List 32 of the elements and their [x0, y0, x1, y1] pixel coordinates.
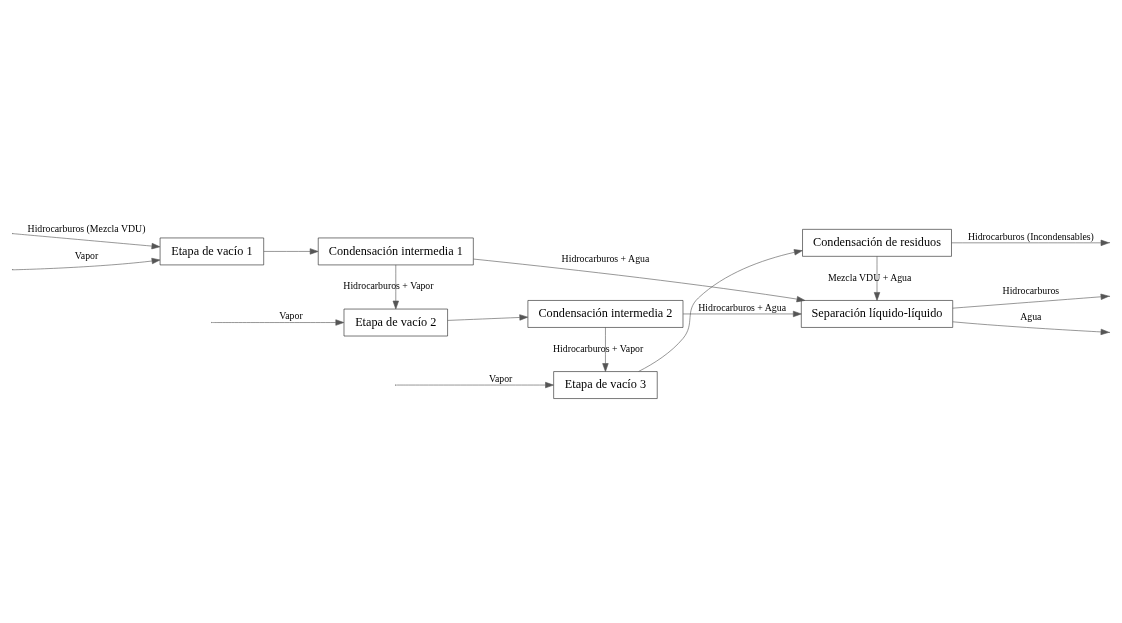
arrow	[682, 310, 802, 318]
edge-label: Vapor	[488, 372, 513, 384]
edge-label: Hidrocarburos + Vapor	[552, 342, 644, 354]
edge-label: Hidrocarburos + Agua	[698, 301, 786, 313]
arrow	[602, 327, 609, 372]
edge-label: Hidrocarburos	[1002, 284, 1060, 296]
arrow	[396, 381, 554, 389]
edge-label: Vapor	[279, 310, 303, 322]
node-box: Etapa de vacío 1	[159, 237, 264, 266]
arrow	[12, 257, 161, 271]
node-box: Condensación intermedia 2	[527, 300, 684, 328]
arrow	[951, 239, 1110, 246]
arrow	[392, 264, 399, 310]
arrow	[212, 319, 345, 326]
edge-label: Hidrocarburos (Mezcla VDU)	[27, 223, 146, 235]
arrow	[447, 314, 529, 321]
node-box: Etapa de vacío 2	[343, 308, 448, 337]
node-box: Condensación de residuos	[802, 229, 952, 257]
arrow	[473, 258, 806, 303]
edge-label: Mezcla VDU + Agua	[827, 271, 912, 283]
arrow	[952, 293, 1110, 309]
edge-label: Hidrocarburos + Agua	[561, 252, 650, 264]
node-box: Separación líquido-líquido	[801, 300, 954, 328]
node-box: Condensación intermedia 1	[317, 237, 474, 266]
node-box: Etapa de vacío 3	[553, 371, 658, 399]
arrow	[638, 249, 803, 372]
arrow	[873, 256, 881, 301]
edge-label: Hidrocarburos (Incondensables)	[967, 230, 1094, 242]
edge-label: Vapor	[74, 249, 99, 261]
edge-label: Hidrocarburos + Vapor	[343, 280, 434, 292]
edge-label: Agua	[1020, 310, 1042, 322]
arrow	[263, 248, 319, 255]
